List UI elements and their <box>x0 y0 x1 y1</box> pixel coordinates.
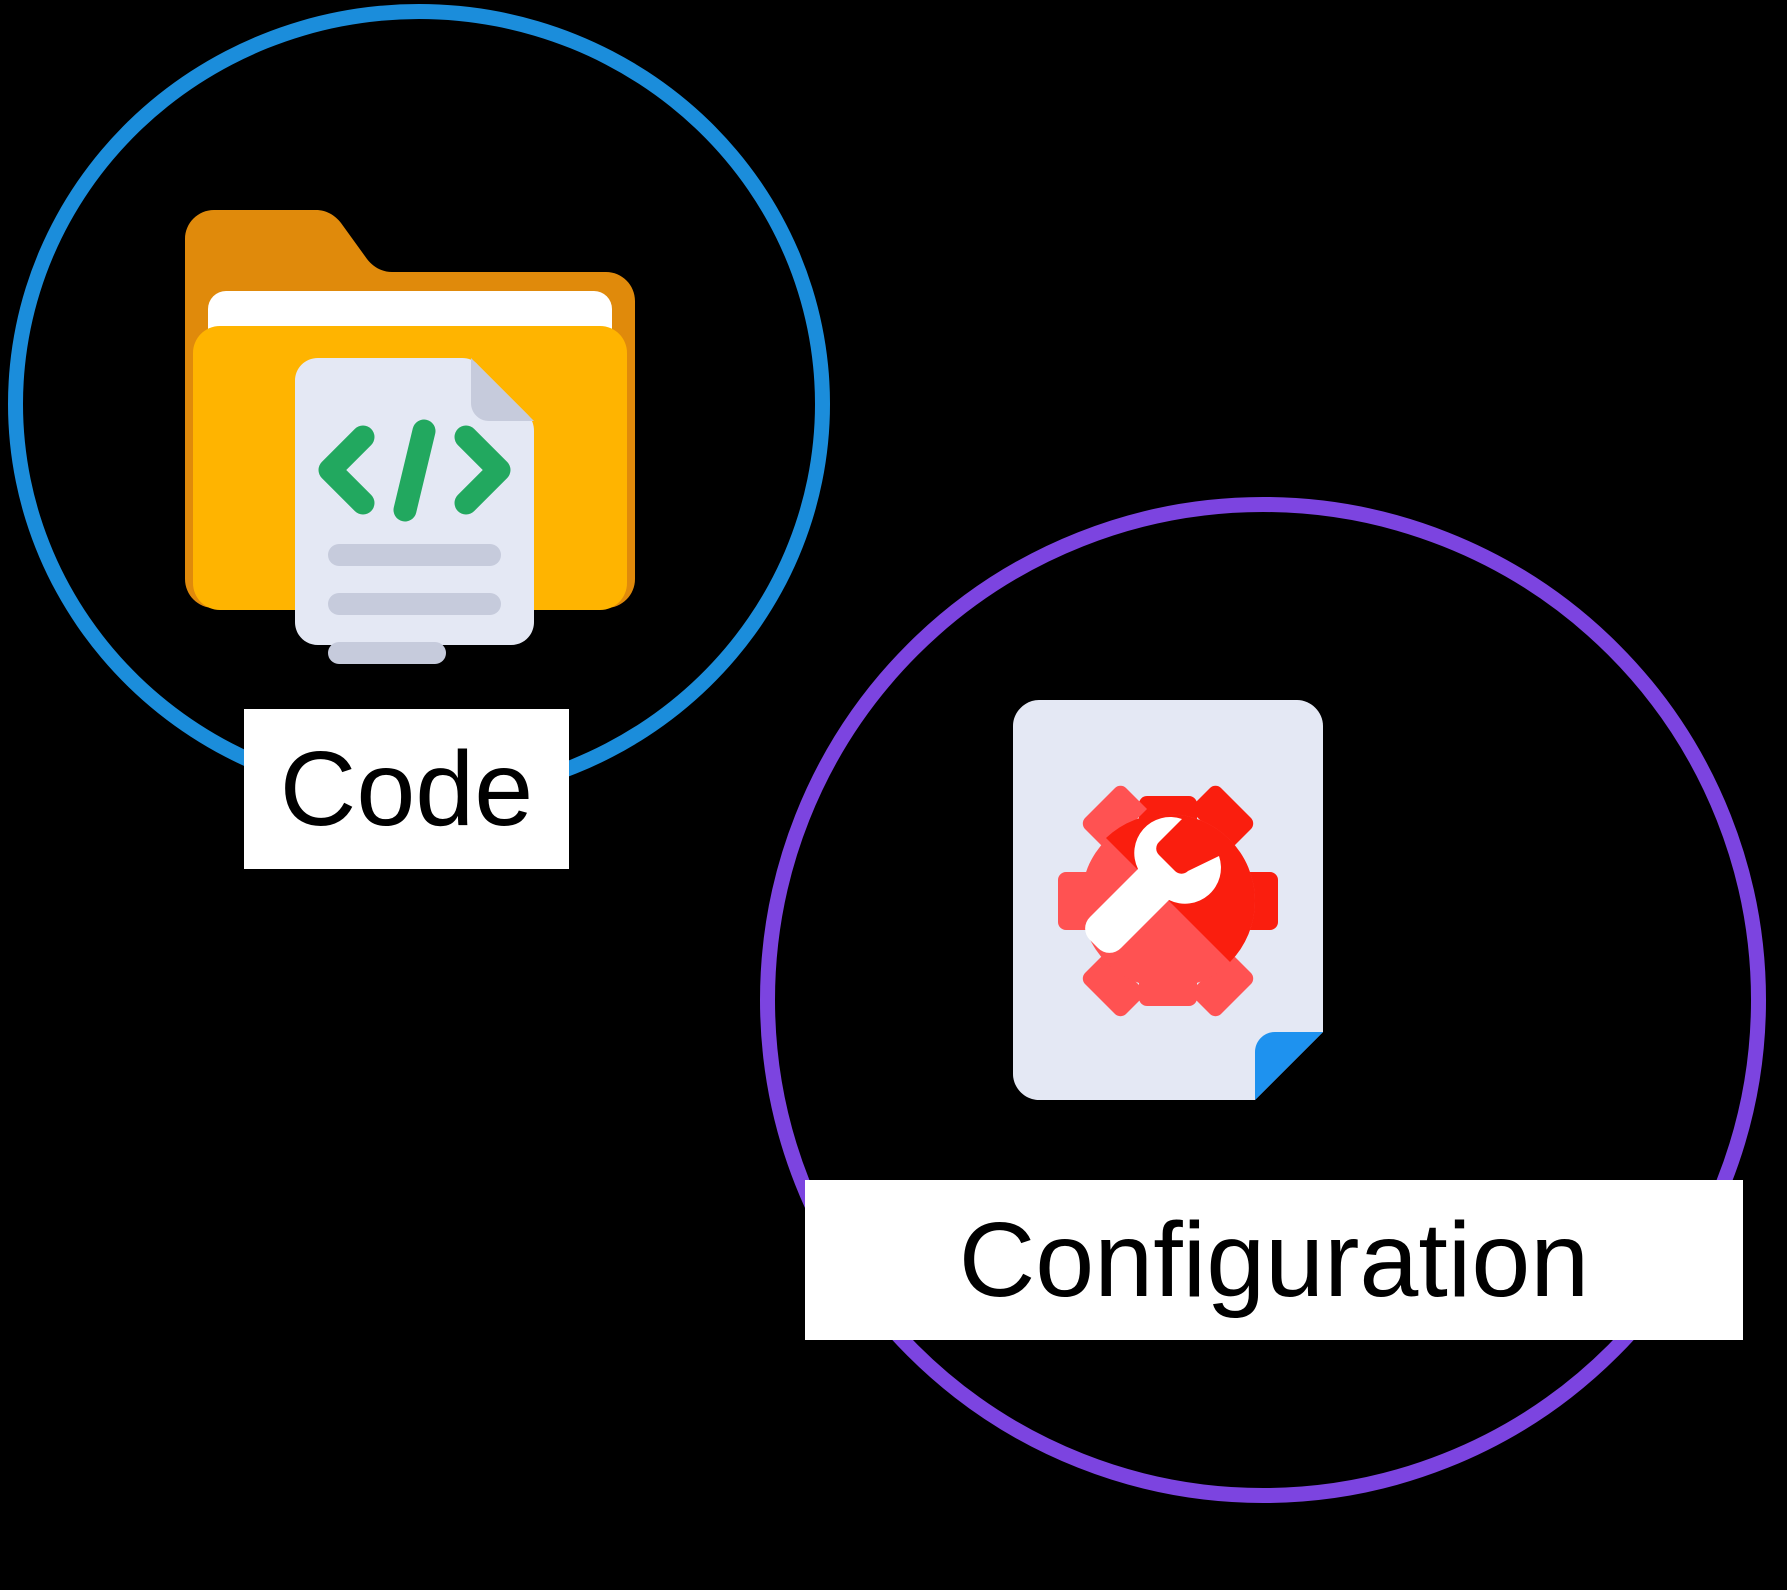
node-label-configuration[interactable]: Configuration <box>805 1180 1743 1340</box>
code-document <box>295 358 534 664</box>
configuration-document-icon <box>1013 700 1323 1100</box>
corner-fold <box>1255 1032 1323 1100</box>
node-label-code[interactable]: Code <box>244 709 569 869</box>
code-glyph <box>318 419 511 522</box>
code-folder-icon <box>185 205 635 664</box>
document-text-lines <box>328 544 501 664</box>
document-fold <box>471 358 534 421</box>
wrench-icon <box>1085 817 1221 953</box>
